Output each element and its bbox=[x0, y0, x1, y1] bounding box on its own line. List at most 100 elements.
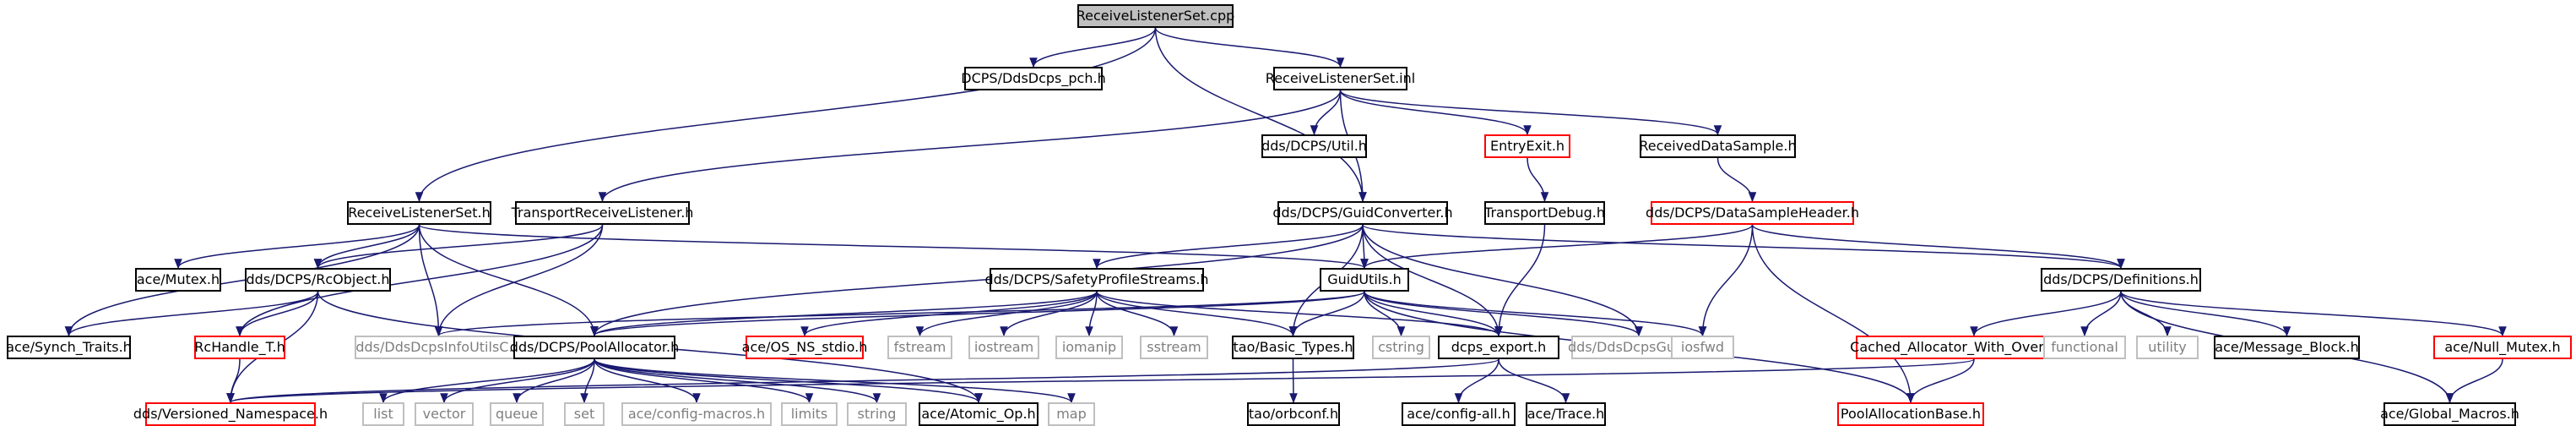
edge-n14-n28 bbox=[1364, 291, 1643, 337]
node-limits: limits bbox=[781, 402, 838, 426]
node-transportreceivelistener-h[interactable]: TransportReceiveListener.h bbox=[512, 201, 693, 225]
edge-n10-n19 bbox=[590, 224, 1364, 337]
edge-n0-n2 bbox=[1154, 27, 1345, 68]
node-queue: queue bbox=[490, 402, 544, 426]
node-list: list bbox=[362, 402, 404, 426]
node-dds-dcps-poolallocator-h[interactable]: dds/DCPS/PoolAllocator.h bbox=[510, 336, 679, 359]
node-rchandle-t-h[interactable]: RcHandle_T.h bbox=[194, 336, 285, 359]
edge-n8-n14 bbox=[418, 224, 1369, 270]
edge-n14-n25 bbox=[1288, 291, 1365, 337]
node-dds-ddsdcpsinfoutilsc-h: dds/DdsDcpsInfoUtilsC.h bbox=[355, 336, 523, 359]
edge-n9-n18 bbox=[434, 224, 604, 337]
node-sstream: sstream bbox=[1140, 336, 1208, 359]
edge-n15-n34 bbox=[2120, 291, 2507, 337]
edge-n8-n11 bbox=[174, 224, 420, 270]
node-dcps-export-h[interactable]: dcps_export.h bbox=[1438, 336, 1559, 359]
node-dds-dcps-definitions-h[interactable]: dds/DCPS/Definitions.h bbox=[2041, 268, 2201, 292]
edge-n6-n27 bbox=[1494, 224, 1546, 337]
edge-n0-n1 bbox=[1029, 27, 1157, 68]
edge-n15-n31 bbox=[2080, 291, 2122, 337]
edge-n14-n19 bbox=[590, 291, 1365, 337]
edge-n13-n21 bbox=[915, 291, 1098, 337]
edge-n14-n26 bbox=[1364, 291, 1406, 337]
edge-n10-n27 bbox=[1362, 224, 1503, 337]
edge-n19-n40 bbox=[594, 358, 701, 404]
node-ace-mutex-h[interactable]: ace/Mutex.h bbox=[135, 268, 221, 292]
edge-n13-n23 bbox=[1085, 291, 1098, 337]
node-iomanip: iomanip bbox=[1055, 336, 1123, 359]
edge-n25-n45 bbox=[1289, 358, 1298, 404]
node-map: map bbox=[1048, 402, 1095, 426]
node-dds-dcps-util-h[interactable]: dds/DCPS/Util.h bbox=[1261, 134, 1367, 158]
node-ace-os-ns-stdio-h[interactable]: ace/OS_NS_stdio.h bbox=[742, 336, 867, 359]
node-ace-atomic-op-h[interactable]: ace/Atomic_Op.h bbox=[919, 402, 1039, 426]
node-ace-trace-h[interactable]: ace/Trace.h bbox=[1526, 402, 1606, 426]
edge-n13-n22 bbox=[1000, 291, 1098, 337]
node-set: set bbox=[564, 402, 605, 426]
edge-n19-n39 bbox=[580, 358, 595, 404]
node-dds-dcps-datasampleheader-h[interactable]: dds/DCPS/DataSampleHeader.h bbox=[1646, 201, 1859, 225]
node-ace-message-block-h[interactable]: ace/Message_Block.h bbox=[2214, 336, 2360, 359]
node-receiveddatasample-h[interactable]: ReceivedDataSample.h bbox=[1639, 134, 1797, 158]
node-ace-null-mutex-h[interactable]: ace/Null_Mutex.h bbox=[2433, 336, 2572, 359]
edge-n30-n48 bbox=[1906, 358, 1975, 404]
node-tao-basic-types-h[interactable]: tao/Basic_Types.h bbox=[1232, 336, 1354, 359]
node-receivelistenerset-h[interactable]: ReceiveListenerSet.h bbox=[347, 201, 491, 225]
edge-n15-n33 bbox=[2120, 291, 2291, 337]
edge-n14-n27 bbox=[1364, 291, 1503, 337]
edge-n4-n6 bbox=[1527, 157, 1549, 203]
edge-n2-n3 bbox=[1310, 90, 1342, 136]
node-tao-orbconf-h[interactable]: tao/orbconf.h bbox=[1247, 402, 1340, 426]
edge-n7-n15 bbox=[1751, 224, 2125, 270]
edge-n10-n13 bbox=[1093, 224, 1364, 270]
edge-n9-n17 bbox=[236, 224, 604, 337]
node-ace-synch-traits-h[interactable]: ace/Synch_Traits.h bbox=[6, 336, 132, 359]
edge-n12-n17 bbox=[236, 291, 319, 337]
node-entryexit-h[interactable]: EntryExit.h bbox=[1484, 134, 1570, 158]
edge-n19-n38 bbox=[512, 358, 595, 404]
edge-n8-n16 bbox=[64, 224, 420, 337]
node-guidutils-h[interactable]: GuidUtils.h bbox=[1320, 268, 1409, 292]
edge-n13-n19 bbox=[590, 291, 1098, 337]
edge-n30-n35 bbox=[227, 358, 1975, 404]
node-string: string bbox=[847, 402, 907, 426]
node-ace-config-macros-h: ace/config-macros.h bbox=[621, 402, 772, 426]
node-vector: vector bbox=[415, 402, 474, 426]
edge-n12-n16 bbox=[64, 291, 319, 337]
node-poolallocationbase-h[interactable]: PoolAllocationBase.h bbox=[1837, 402, 1984, 426]
node-receivelistenerset-cpp[interactable]: ReceiveListenerSet.cpp bbox=[1076, 4, 1234, 28]
node-dds-dcps-safetyprofilestreams-h[interactable]: dds/DCPS/SafetyProfileStreams.h bbox=[984, 268, 1209, 292]
node-dcps-ddsdcps-pch-h[interactable]: DCPS/DdsDcps_pch.h bbox=[961, 67, 1106, 90]
edge-n27-n35 bbox=[226, 358, 1500, 404]
edge-n27-n47 bbox=[1498, 358, 1570, 404]
node-ace-config-all-h[interactable]: ace/config-all.h bbox=[1402, 402, 1516, 426]
node-dds-dcps-guidconverter-h[interactable]: dds/DCPS/GuidConverter.h bbox=[1272, 201, 1453, 225]
edge-n5-n7 bbox=[1716, 157, 1757, 203]
edge-n7-n29 bbox=[1698, 224, 1754, 337]
node-ace-global-macros-h[interactable]: ace/Global_Macros.h bbox=[2380, 402, 2519, 426]
edge-n13-n25 bbox=[1096, 291, 1298, 337]
edge-n8-n19 bbox=[418, 224, 599, 337]
node-dds-versioned-namespace-h[interactable]: dds/Versioned_Namespace.h bbox=[133, 402, 328, 426]
node-dds-dcps-rcobject-h[interactable]: dds/DCPS/RcObject.h bbox=[245, 268, 391, 292]
node-iosfwd: iosfwd bbox=[1671, 336, 1734, 359]
edge-n0-n8 bbox=[415, 27, 1157, 203]
edge-n14-n18 bbox=[435, 291, 1365, 337]
node-receivelistenerset-inl[interactable]: ReceiveListenerSet.inl bbox=[1266, 67, 1415, 90]
edge-n19-n41 bbox=[594, 358, 814, 404]
edge-n10-n15 bbox=[1362, 224, 2125, 270]
edge-n27-n46 bbox=[1454, 358, 1500, 404]
node-utility: utility bbox=[2136, 336, 2199, 359]
edge-n13-n24 bbox=[1096, 291, 1179, 337]
node-transportdebug-h[interactable]: TransportDebug.h bbox=[1484, 201, 1605, 225]
edge-n2-n4 bbox=[1339, 90, 1532, 136]
edge-n19-n43 bbox=[594, 358, 983, 404]
node-cstring: cstring bbox=[1372, 336, 1430, 359]
edge-n34-n49 bbox=[2445, 358, 2503, 404]
edge-n7-n48 bbox=[1751, 224, 1915, 404]
edge-n13-n27 bbox=[1096, 291, 1503, 337]
node-fstream: fstream bbox=[887, 336, 952, 359]
edge-n9-n12 bbox=[313, 224, 604, 270]
edge-n14-n29 bbox=[1364, 291, 1707, 337]
